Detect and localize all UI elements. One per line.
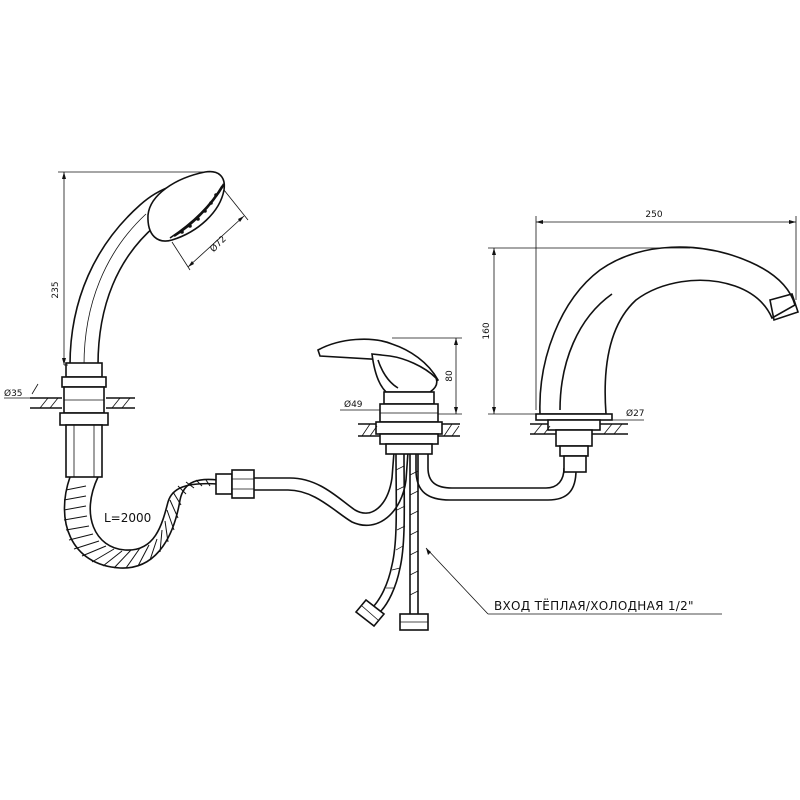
dim-49-label: Ø49 [344,399,363,410]
dim-80-label: 80 [445,370,455,382]
shower-hose: L=2000 [63,469,255,569]
spray-nozzles [180,193,218,234]
deck-section-mixer [358,423,460,437]
dimension-160: 160 [482,247,690,415]
hose-length-label: L=2000 [104,511,151,525]
dimension-235: 235 [51,171,210,366]
inlet-annotation: ВХОД ТЁПЛАЯ/ХОЛОДНАЯ 1/2" [425,547,722,615]
hose-braid [386,465,419,596]
deck-section-shower [30,397,135,409]
spout [535,246,800,473]
dim-35-label: Ø35 [4,388,23,399]
dimension-49: Ø49 [340,399,380,411]
dim-72-label: Ø72 [208,234,229,255]
mixer-body [317,338,443,455]
dimension-35: Ø35 [4,383,39,399]
inlet-label: ВХОД ТЁПЛАЯ/ХОЛОДНАЯ 1/2" [494,598,694,613]
deck-section-spout [530,423,628,435]
spout-supply-pipe [415,454,577,501]
inlet-hoses [354,453,429,631]
dimension-27: Ø27 [600,408,645,421]
dim-235-label: 235 [51,281,61,298]
dim-160-label: 160 [482,322,492,339]
dim-250-label: 250 [645,210,662,220]
hand-shower [59,170,226,478]
hose-coil [63,479,211,569]
dimension-80: 80 [392,337,462,415]
shower-supply-pipe [254,451,409,527]
dim-27-label: Ø27 [626,408,645,419]
